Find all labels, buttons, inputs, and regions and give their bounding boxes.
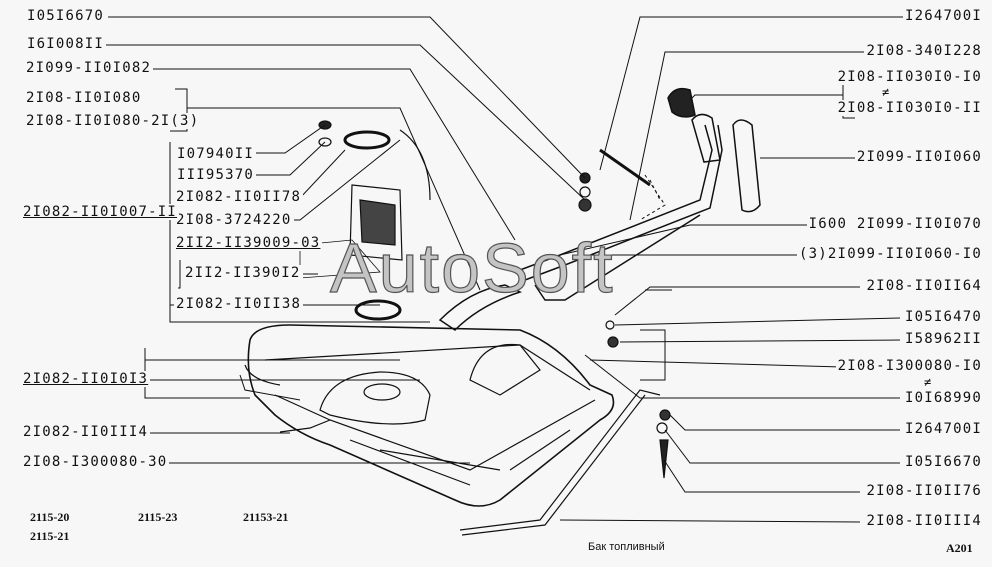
watermark: AutoSoft	[329, 229, 615, 307]
model-code: 2115-20	[30, 510, 70, 524]
part-label: I600 2I099-II0I070	[806, 216, 984, 232]
part-label: 2I08-340I228	[864, 43, 984, 59]
part-label: 2I08-II0II64	[864, 278, 984, 294]
part-label: 2I08-I300080-30	[21, 454, 170, 470]
sheet-code: A201	[946, 541, 973, 555]
assembly-label: 2I082-II0I007-II	[21, 204, 180, 220]
leader-lines	[100, 16, 910, 523]
part-label: I264700I	[902, 8, 984, 24]
part-label: 2I099-II0I060	[854, 149, 984, 165]
not-equal-symbol: ≠	[924, 375, 932, 389]
part-label: (3)2I099-II0I060-I0	[797, 246, 984, 262]
model-code: 2115-21	[30, 529, 70, 543]
part-label: I0I68990	[902, 390, 984, 406]
part-label: III95370	[175, 167, 257, 183]
part-label: 2I08-II0I080	[24, 90, 144, 106]
model-code: 21153-21	[243, 510, 289, 524]
part-label: I6I008II	[25, 36, 107, 52]
diagram-title: Бак топливный	[588, 541, 665, 553]
part-label: I07940II	[175, 146, 257, 162]
tank-straps	[279, 389, 661, 536]
model-code: 2115-23	[138, 510, 178, 524]
part-label: I264700I	[902, 421, 984, 437]
part-label: I05I6670	[902, 454, 984, 470]
part-label: 2I08-II030I0-II	[835, 100, 984, 116]
part-label: I05I6470	[902, 309, 984, 325]
fuel-tank	[239, 324, 615, 507]
part-label: 2I08-3724220	[174, 212, 294, 228]
part-label: 2II2-II39009-03	[174, 235, 323, 251]
part-label: 2I082-II0III4	[21, 424, 151, 440]
part-label: 2I08-II030I0-I0	[835, 69, 984, 85]
part-label: 2I099-II0I082	[24, 60, 154, 76]
part-label: 2I082-II0II78	[174, 189, 304, 205]
part-label: 2I082-II0II38	[174, 296, 304, 312]
part-label: 2II2-II390I2	[183, 265, 303, 281]
not-equal-symbol: ≠	[882, 85, 890, 99]
part-label: 2I08-II0III4	[864, 513, 984, 529]
assembly-label: 2I082-II0I0I3	[21, 371, 151, 387]
part-label: 2I08-II0II76	[864, 483, 984, 499]
part-label: 2I08-II0I080-2I(3)	[24, 113, 202, 129]
filler-pipe	[438, 87, 761, 331]
part-label: I05I6670	[25, 8, 107, 24]
fuel-pump-module	[299, 120, 671, 479]
part-label: I58962II	[902, 331, 984, 347]
part-label: 2I08-I300080-I0	[835, 358, 984, 374]
